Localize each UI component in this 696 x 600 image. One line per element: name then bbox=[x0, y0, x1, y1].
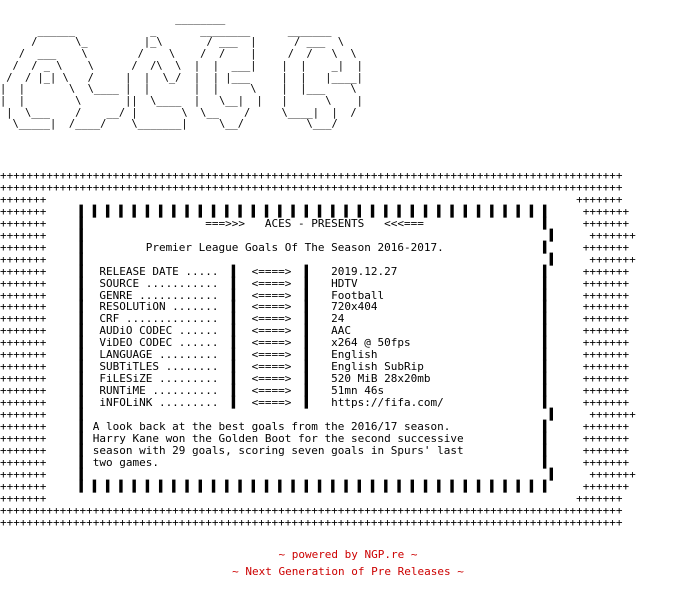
footer-tagline: ~ Next Generation of Pre Releases ~ bbox=[232, 565, 464, 578]
aces-logo-art: ________ ______ _ ________ _______ / \_ … bbox=[0, 13, 363, 131]
footer-powered-by: ~ powered by NGP.re ~ bbox=[278, 548, 418, 561]
release-info-block: ++++++++++++++++++++++++++++++++++++++++… bbox=[0, 169, 636, 529]
